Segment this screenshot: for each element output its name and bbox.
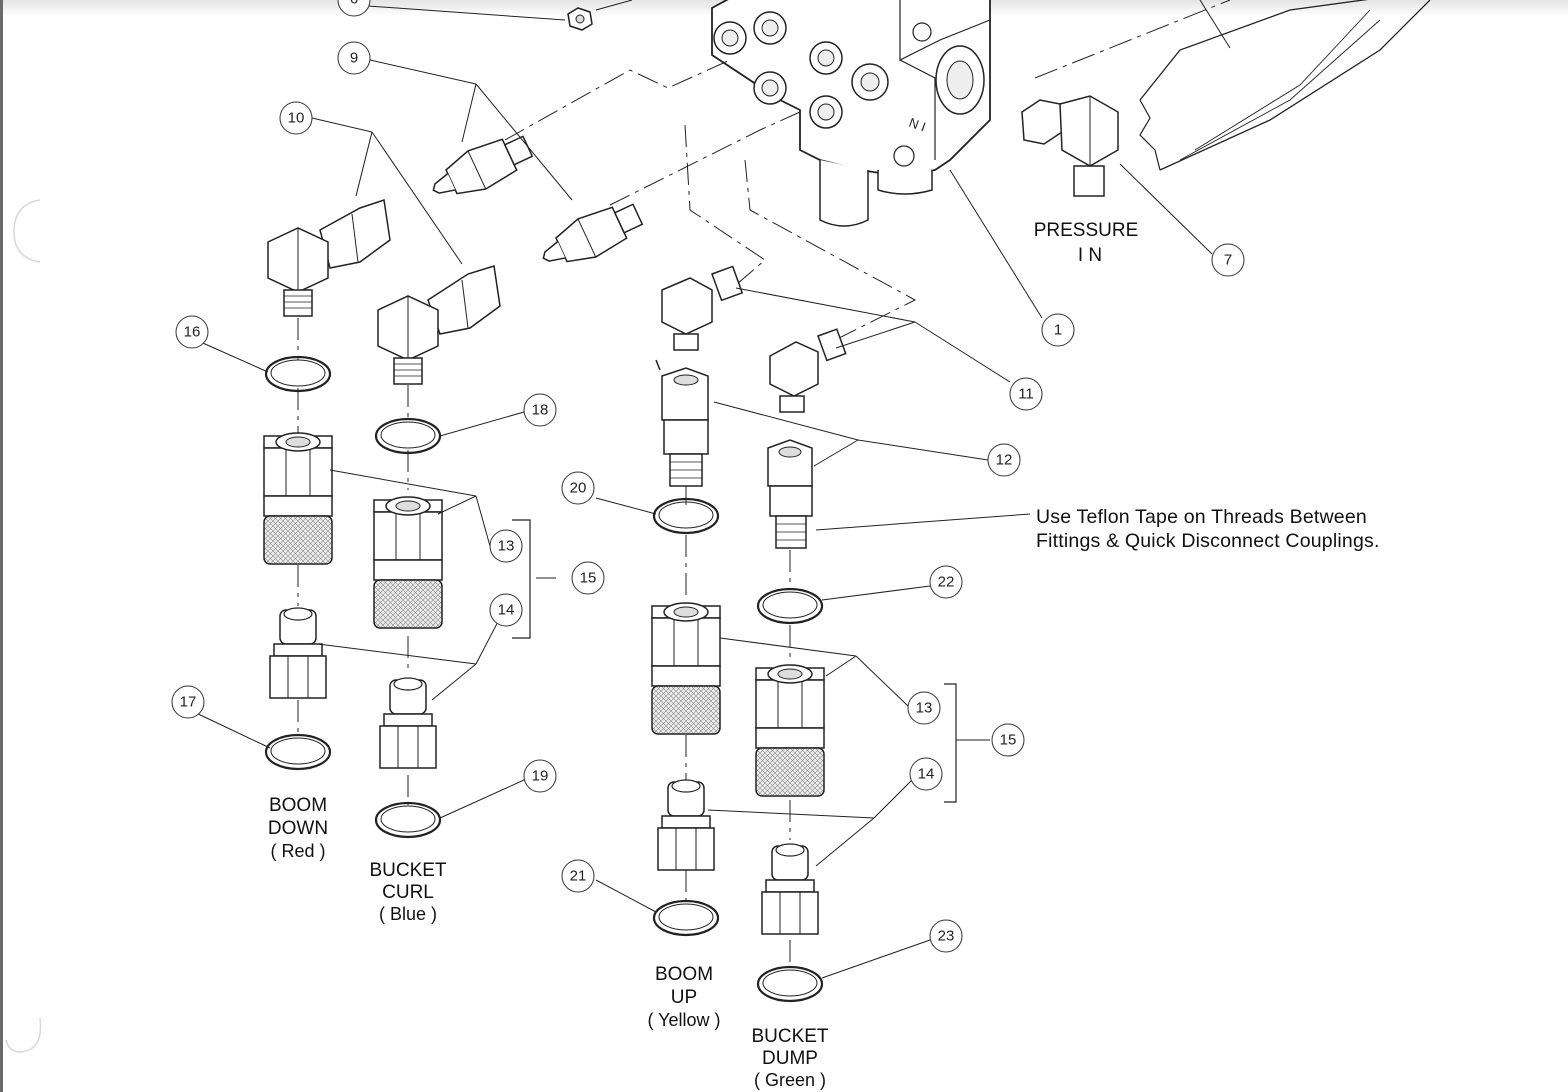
callout-18-text: 18 [532, 402, 549, 419]
boom-up-label-line1: BOOM [655, 964, 713, 985]
callout-21-text: 21 [570, 868, 587, 885]
female-coupler-boom-up [651, 602, 721, 735]
callout-14-left: 14 [489, 593, 523, 627]
o-ring-16 [264, 355, 332, 393]
o-ring-23 [756, 965, 824, 1003]
callout-13-left-text: 13 [498, 538, 515, 555]
bucket-dump-label-line1: BUCKET [751, 1026, 828, 1047]
callout-10-text: 10 [288, 110, 305, 127]
callout-20-text: 20 [570, 480, 587, 497]
swivel-elbow-10-right [377, 265, 501, 385]
male-coupler-boom-down [269, 607, 327, 699]
elbow-11-right [769, 328, 847, 413]
leader-lines [193, 5, 1213, 979]
teflon-note-line2: Fittings & Quick Disconnect Couplings. [1036, 530, 1380, 552]
bucket-dump-color: ( Green ) [754, 1070, 826, 1090]
svg-text:N I: N I [907, 115, 928, 135]
callout-14-left-text: 14 [498, 602, 515, 619]
left-frame-border [0, 0, 3, 1092]
o-ring-18 [374, 417, 442, 455]
o-ring-21 [652, 899, 720, 937]
callout-16-text: 16 [184, 324, 201, 341]
callout-18: 18 [523, 393, 557, 427]
male-coupler-bucket-curl [379, 677, 437, 769]
pressure-label-line1: PRESSURE [1034, 220, 1139, 241]
bucket-curl-color: ( Blue ) [379, 904, 437, 924]
callout-14-right-text: 14 [918, 766, 935, 783]
callout-15-right-text: 15 [1000, 732, 1017, 749]
callout-22: 22 [929, 565, 963, 599]
adapter-12-right [767, 439, 813, 549]
callout-14-right: 14 [909, 757, 943, 791]
swivel-elbow-10-left [267, 199, 391, 317]
callout-23: 23 [929, 919, 963, 953]
callout-15-left: 15 [571, 561, 605, 595]
callout-13-right-text: 13 [916, 700, 933, 717]
callout-12-text: 12 [996, 452, 1013, 469]
callout-9-text: 9 [350, 50, 358, 67]
callout-13-left: 13 [489, 529, 523, 563]
callout-15-left-text: 15 [580, 570, 597, 587]
adapter-fitting-9-lower [533, 194, 648, 279]
callout-22-text: 22 [938, 574, 955, 591]
callout-19: 19 [523, 759, 557, 793]
adapter-fitting-9-upper [423, 126, 538, 211]
elbow-11-left [661, 265, 744, 351]
bracket-15 [512, 519, 957, 803]
hex-nut-part [567, 0, 633, 31]
o-ring-17 [264, 733, 332, 771]
callout-10: 10 [279, 101, 313, 135]
callout-23-text: 23 [938, 928, 955, 945]
control-valve-body: N I [711, 0, 991, 227]
adapter-12-left [655, 359, 709, 487]
callout-19-text: 19 [532, 768, 549, 785]
boom-up-color: ( Yellow ) [647, 1010, 720, 1030]
callout-15-right: 15 [991, 723, 1025, 757]
callout-9: 9 [337, 41, 371, 75]
boom-down-label-line1: BOOM [269, 795, 327, 816]
female-coupler-boom-down [263, 432, 333, 565]
callout-6-text: 6 [350, 0, 358, 8]
callout-13-right: 13 [907, 691, 941, 725]
teflon-note-line1: Use Teflon Tape on Threads Between [1036, 506, 1367, 528]
binder-hole-mark-upper [13, 199, 41, 263]
centerlines [297, 59, 917, 965]
bucket-dump-label-line2: DUMP [762, 1048, 818, 1069]
binder-hole-mark-lower [5, 1017, 42, 1053]
pressure-in-elbow [1021, 95, 1119, 197]
callout-7-text: 7 [1224, 252, 1232, 269]
o-ring-19 [374, 801, 442, 839]
male-coupler-bucket-dump [761, 843, 819, 935]
boom-down-label-line2: DOWN [268, 818, 328, 839]
bucket-curl-label-line2: CURL [382, 882, 434, 903]
callout-7: 7 [1211, 243, 1245, 277]
boom-arm-outline [1034, 0, 1431, 171]
callout-1-text: 1 [1054, 322, 1062, 339]
female-coupler-bucket-curl [373, 496, 443, 629]
callout-20: 20 [561, 471, 595, 505]
callout-17-text: 17 [180, 694, 197, 711]
male-coupler-boom-up [657, 779, 715, 871]
callout-1: 1 [1041, 313, 1075, 347]
boom-down-color: ( Red ) [270, 841, 325, 861]
callout-6: 6 [337, 0, 371, 17]
pressure-label-line2: I N [1078, 245, 1102, 266]
bucket-curl-label-line1: BUCKET [369, 860, 446, 881]
callout-11: 11 [1009, 377, 1043, 411]
callout-11-text: 11 [1018, 386, 1034, 403]
boom-up-label-line2: UP [671, 987, 697, 1008]
callout-12: 12 [987, 443, 1021, 477]
o-ring-22 [756, 587, 824, 625]
callout-16: 16 [175, 315, 209, 349]
callout-21: 21 [561, 859, 595, 893]
female-coupler-bucket-dump [755, 664, 825, 797]
callout-17: 17 [171, 685, 205, 719]
